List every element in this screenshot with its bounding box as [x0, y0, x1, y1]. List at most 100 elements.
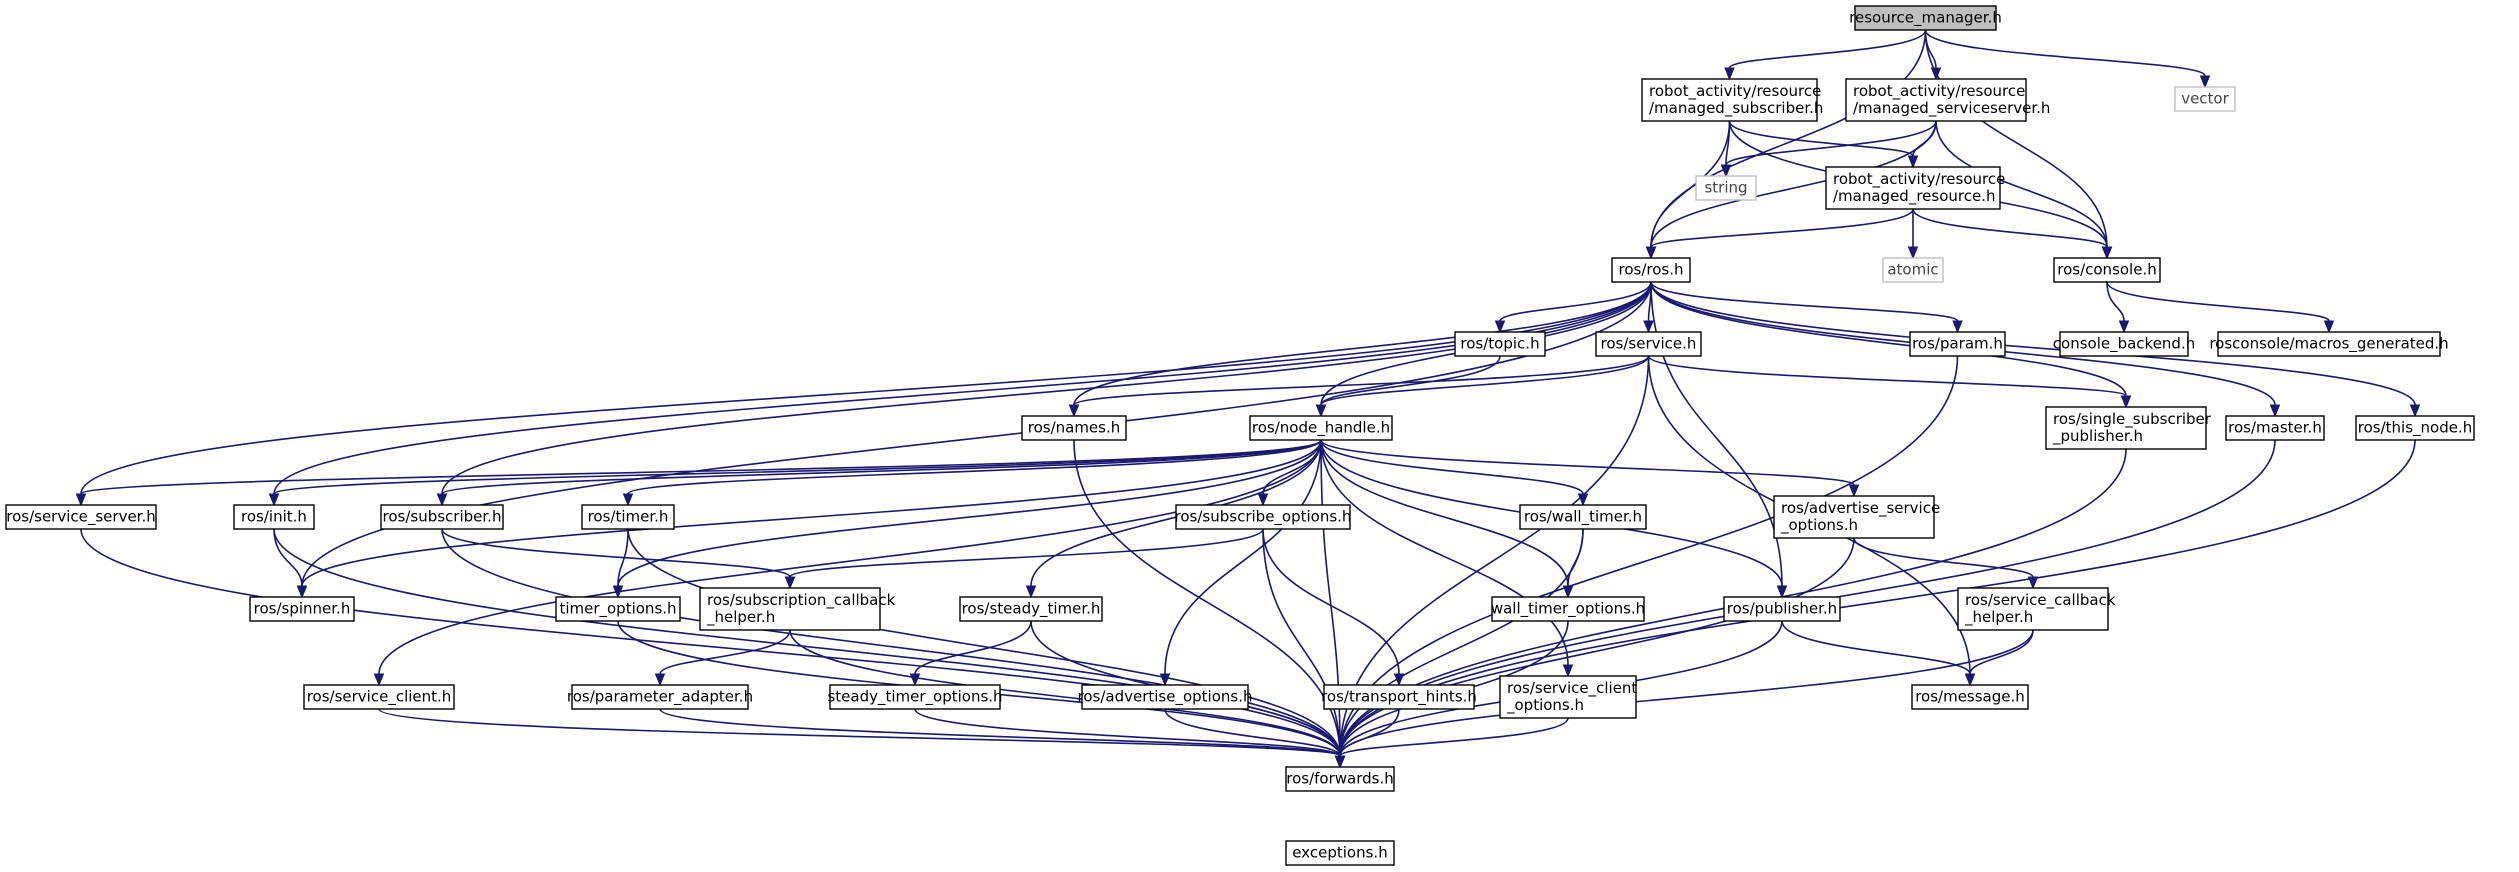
node-box [2059, 331, 2189, 357]
node-advertise-options[interactable]: ros/advertise_options.h [1078, 684, 1253, 710]
edge-arrowhead [1776, 585, 1788, 599]
node-box [380, 504, 504, 530]
edge-transport-hints-to-forwards [1339, 708, 1400, 757]
node-wall-timer-options[interactable]: wall_timer_options.h [1491, 596, 1645, 622]
node-exceptions[interactable]: exceptions.h [1285, 840, 1395, 866]
node-forwards[interactable]: ros/forwards.h [1285, 766, 1395, 792]
node-label: exceptions.h [1292, 844, 1387, 862]
node-service-callback-helper[interactable]: ros/service_callback_helper.h [1957, 587, 2116, 631]
edge-managed-subscriber-to-ros [1650, 120, 1731, 248]
edge-node-handle-to-timer [627, 439, 1322, 495]
node-label: ros/ros.h [1619, 261, 1684, 279]
node-label: _publisher.h [2052, 427, 2143, 446]
node-box [2225, 415, 2325, 441]
edge-arrowhead [2120, 395, 2132, 409]
edge-advertise-service-options-to-service-callback-helper [1853, 537, 2034, 578]
node-wall-timer[interactable]: ros/wall_timer.h [1519, 504, 1647, 530]
node-steady-timer-options[interactable]: steady_timer_options.h [827, 684, 1003, 710]
node-label: steady_timer_options.h [827, 688, 1002, 707]
node-box [2045, 406, 2207, 450]
edge-resource-manager-to-console [1924, 29, 2108, 248]
edge-arrowhead [268, 493, 280, 507]
edge-wall-timer-to-wall-timer-options [1567, 528, 1584, 587]
node-steady-timer[interactable]: ros/steady_timer.h [959, 596, 1103, 622]
node-label: resource_manager.h [1849, 9, 2002, 28]
node-service-client-options[interactable]: ros/service_client_options.h [1499, 675, 1637, 719]
edge-node-handle-to-service-server [80, 439, 1322, 495]
edge-ros-to-names [1073, 281, 1652, 406]
node-resource-manager[interactable]: resource_manager.h [1849, 5, 2002, 31]
node-label: timer_options.h [559, 600, 676, 619]
node-subscription-callback-helper[interactable]: ros/subscription_callback_helper.h [699, 587, 896, 631]
edge-timer-to-forwards [627, 528, 1341, 757]
node-ros[interactable]: ros/ros.h [1611, 257, 1691, 283]
node-box [1285, 766, 1395, 792]
node-label: wall_timer_options.h [1491, 600, 1645, 619]
node-node-handle[interactable]: ros/node_handle.h [1249, 415, 1393, 441]
node-label: _options.h [1506, 696, 1584, 715]
edge-ros-to-param [1650, 281, 1959, 322]
edge-arrowhead [2323, 320, 2335, 334]
edge-steady-timer-to-steady-timer-options [914, 620, 1032, 675]
node-names[interactable]: ros/names.h [1021, 415, 1127, 441]
node-timer-options[interactable]: timer_options.h [555, 596, 681, 622]
edge-arrowhead [373, 673, 385, 687]
node-subscriber[interactable]: ros/subscriber.h [380, 504, 504, 530]
edge-topic-to-node-handle [1320, 355, 1501, 406]
node-subscribe-options[interactable]: ros/subscribe_options.h [1175, 504, 1352, 530]
node-param[interactable]: ros/param.h [1909, 331, 2006, 357]
node-string: string [1695, 175, 1757, 201]
edge-timer-to-timer-options [617, 528, 629, 587]
node-label: ros/forwards.h [1286, 770, 1393, 788]
node-label: string [1704, 179, 1747, 197]
node-console[interactable]: ros/console.h [2053, 257, 2161, 283]
node-label: console_backend.h [2053, 335, 2195, 354]
node-spinner[interactable]: ros/spinner.h [249, 596, 355, 622]
node-advertise-service-options[interactable]: ros/advertise_service_options.h [1773, 495, 1940, 539]
node-timer[interactable]: ros/timer.h [581, 504, 675, 530]
edge-arrowhead [1577, 493, 1589, 507]
node-master[interactable]: ros/master.h [2225, 415, 2325, 441]
edge-subscriber-to-forwards [441, 528, 1341, 757]
node-topic[interactable]: ros/topic.h [1454, 331, 1546, 357]
node-box [1909, 331, 2006, 357]
edge-arrowhead [2409, 404, 2421, 418]
node-service-server[interactable]: ros/service_server.h [5, 504, 157, 530]
edge-managed-subscriber-to-managed-resource [1728, 120, 1914, 157]
node-single-subscriber[interactable]: ros/single_subscriber_publisher.h [2045, 406, 2212, 450]
node-label: ros/param.h [1912, 335, 2003, 353]
edge-ros-to-this-node [1650, 281, 2416, 406]
node-label: ros/subscriber.h [383, 508, 502, 526]
node-label: /managed_resource.h [1833, 187, 1995, 206]
node-init[interactable]: ros/init.h [233, 504, 315, 530]
node-parameter-adapter[interactable]: ros/parameter_adapter.h [567, 684, 753, 710]
nodes-layer: resource_manager.h robot_activity/resourc… [5, 5, 2475, 866]
edge-service-to-single-subscriber [1647, 355, 2127, 397]
edge-param-to-forwards [1339, 355, 1959, 757]
node-publisher[interactable]: ros/publisher.h [1723, 596, 1841, 622]
edge-arrowhead [612, 585, 624, 599]
edge-console-to-console-backend [2106, 281, 2125, 322]
edge-arrowhead [654, 673, 666, 687]
edge-node-handle-to-wall-timer-options [1320, 439, 1569, 587]
edge-node-handle-to-init [273, 439, 1322, 495]
node-managed-resource[interactable]: robot_activity/resource/managed_resource… [1825, 166, 2005, 210]
node-transport-hints[interactable]: ros/transport_hints.h [1321, 684, 1477, 710]
edge-arrowhead [1334, 755, 1346, 769]
node-box [1499, 675, 1637, 719]
node-message[interactable]: ros/message.h [1911, 684, 2029, 710]
edge-arrowhead [1643, 320, 1654, 334]
node-service-client[interactable]: ros/service_client.h [303, 684, 455, 710]
node-label: ros/node_handle.h [1252, 419, 1390, 438]
edge-arrowhead [1720, 164, 1732, 178]
node-console-backend[interactable]: console_backend.h [2053, 331, 2195, 357]
edges-layer [75, 29, 2421, 769]
node-managed-serviceserver[interactable]: robot_activity/resource/managed_services… [1845, 78, 2050, 122]
node-label: ros/message.h [1915, 688, 2025, 706]
node-this-node[interactable]: ros/this_node.h [2355, 415, 2475, 441]
node-service[interactable]: ros/service.h [1595, 331, 1702, 357]
node-label: _helper.h [706, 608, 775, 627]
node-managed-subscriber[interactable]: robot_activity/resource/managed_subscrib… [1641, 78, 1823, 122]
node-macros-generated[interactable]: rosconsole/macros_generated.h [2209, 331, 2449, 357]
edge-ros-to-spinner [301, 281, 1652, 587]
